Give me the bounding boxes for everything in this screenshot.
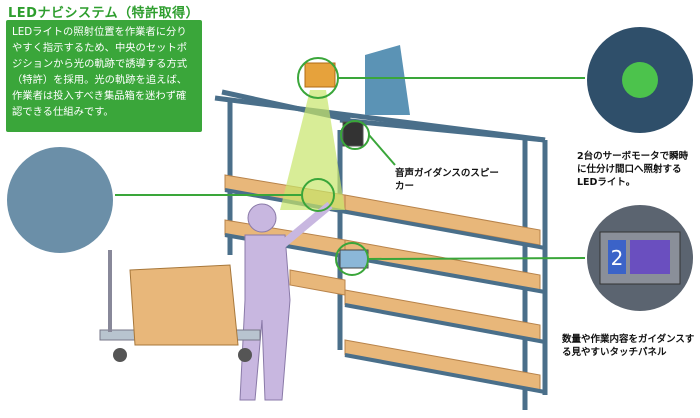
page-title: LEDナビシステム（特許取得） xyxy=(8,6,200,21)
inset-panel-closeup: 2 xyxy=(583,201,697,315)
callout-speaker: 音声ガイダンスのスピーカー xyxy=(395,168,499,192)
panel-digit: 2 xyxy=(611,246,624,270)
worker-figure xyxy=(239,201,333,401)
cart xyxy=(99,250,261,362)
inset-worker-closeup xyxy=(3,143,117,257)
touch-panel-icon xyxy=(339,249,369,269)
led-light-beam xyxy=(280,90,345,210)
callout-touch-panel: 数量や作業内容をガイダンスする見やすいタッチパネル xyxy=(562,334,695,358)
description-box: LEDライトの照射位置を作業者に分りやすく指示するため、中央のセットポジションか… xyxy=(6,20,202,132)
callout-servo-led: 2台のサーボモータで瞬時に仕分け間口へ照射するLEDライト。 xyxy=(577,151,689,188)
led-light-icon xyxy=(304,62,336,88)
